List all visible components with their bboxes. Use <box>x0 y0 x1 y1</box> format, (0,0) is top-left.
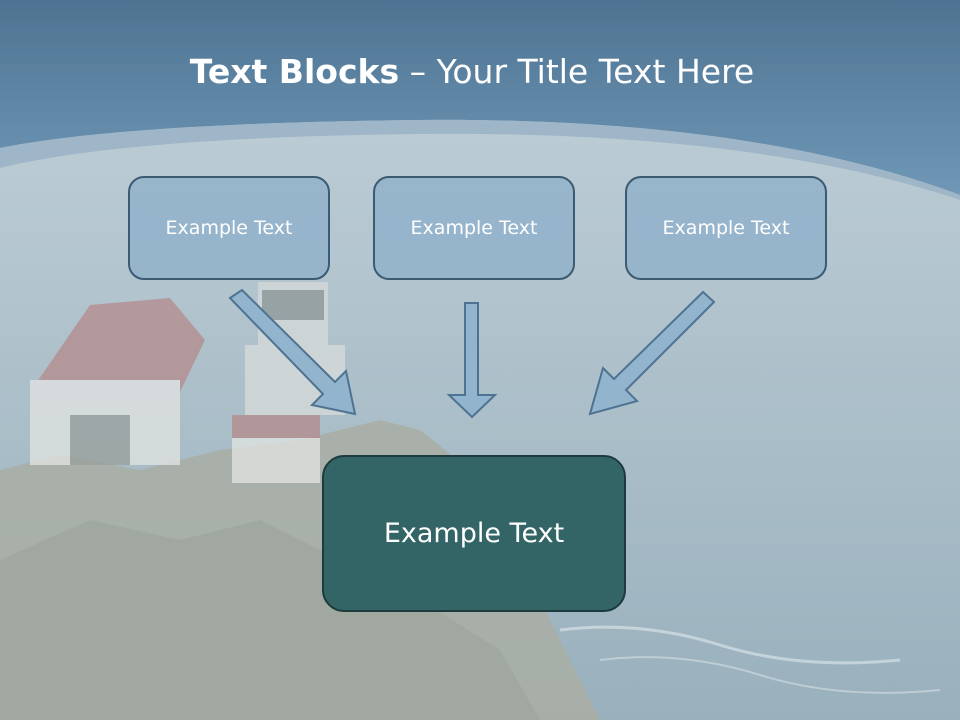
arrow-left <box>228 288 357 416</box>
arrow-center <box>446 302 498 419</box>
title-rest: Your Title Text Here <box>436 52 755 91</box>
text-block-1[interactable]: Example Text <box>128 176 330 280</box>
title-bold: Text Blocks <box>189 52 400 91</box>
text-block-3[interactable]: Example Text <box>625 176 827 280</box>
page-title: Text Blocks – Your Title Text Here <box>0 52 944 92</box>
arrow-right <box>588 290 716 416</box>
text-block-2[interactable]: Example Text <box>373 176 575 280</box>
center-text-block[interactable]: Example Text <box>322 455 626 612</box>
title-dash: – <box>399 52 437 91</box>
